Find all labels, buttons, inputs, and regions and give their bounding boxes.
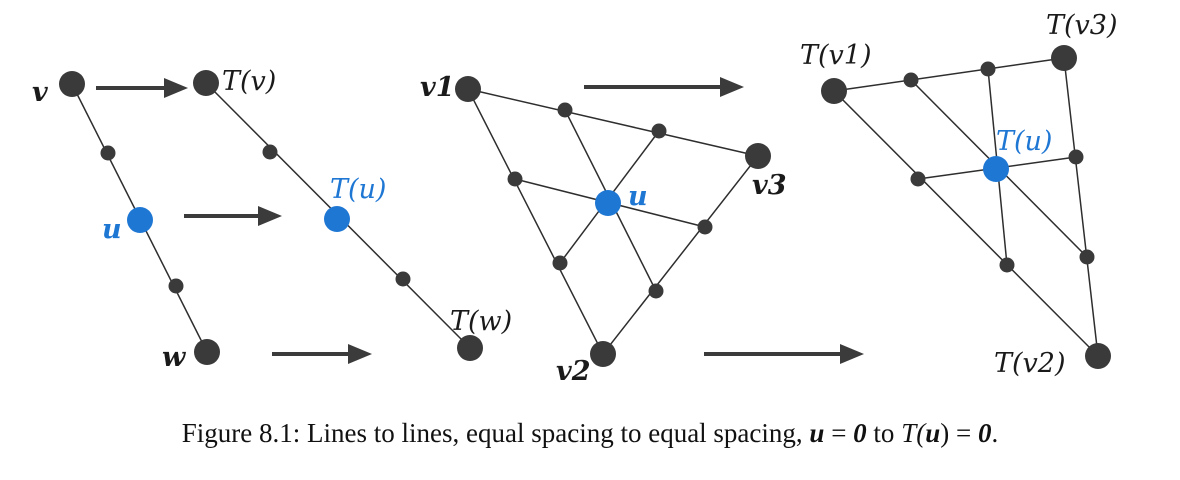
point-Tv1-Tv3-mid-2	[980, 61, 996, 77]
caption-to: to	[866, 418, 902, 448]
point-Tv1-Tv2-mid	[910, 171, 926, 187]
point-v3	[745, 143, 771, 169]
label-Tu-left: T(u)	[330, 174, 386, 205]
point-w	[194, 339, 220, 365]
point-Tu-triangle	[983, 156, 1009, 182]
point-Tv1-Tv3-mid	[903, 72, 919, 88]
label-v3: v3	[752, 170, 786, 201]
caption-u-2: u	[925, 418, 941, 448]
label-w: w	[162, 342, 187, 373]
label-u-triangle: u	[628, 181, 648, 212]
point-v1-v2-mid-2	[552, 255, 568, 271]
point-v2-v3-mid	[697, 219, 713, 235]
point-Tv2	[1085, 343, 1111, 369]
point-Tv2-Tv3-mid-2	[1079, 249, 1095, 265]
arrow-u	[184, 206, 282, 226]
label-v2: v2	[556, 356, 590, 387]
caption-T-close: ) =	[940, 418, 978, 448]
label-Tv: T(v)	[222, 66, 276, 97]
caption-u: u	[809, 418, 825, 448]
triangle-Tv1-Tv2-Tv3	[832, 57, 1099, 359]
label-v1: v1	[420, 72, 454, 103]
caption-zero-2: 0	[977, 418, 992, 448]
point-v2	[590, 341, 616, 367]
point-v	[59, 71, 85, 97]
point-Tv-Tu-mid	[262, 144, 278, 160]
point-u-triangle	[595, 190, 621, 216]
label-Tv2: T(v2)	[994, 348, 1066, 379]
point-v1-v3-mid-2	[651, 123, 667, 139]
figure-caption: Figure 8.1: Lines to lines, equal spacin…	[0, 418, 1180, 449]
arrow-w	[272, 344, 372, 364]
label-Tv1: T(v1)	[800, 40, 872, 71]
label-u: u	[102, 214, 122, 245]
caption-T-open: T(	[901, 418, 926, 448]
label-Tu-right: T(u)	[996, 126, 1052, 157]
point-Tw	[457, 335, 483, 361]
label-v: v	[32, 77, 48, 108]
label-Tv3: T(v3)	[1046, 10, 1118, 41]
line-image: T(v) T(u) T(w)	[193, 66, 512, 361]
arrow-bottom	[704, 344, 864, 364]
caption-prefix: Figure 8.1: Lines to lines, equal spacin…	[181, 418, 810, 448]
caption-end: .	[991, 418, 999, 448]
point-Tv2-Tv3-mid	[1068, 149, 1084, 165]
triangle-v1-v2-v3	[466, 87, 760, 356]
caption-eq: =	[824, 418, 854, 448]
point-u	[127, 207, 153, 233]
arrow-v	[96, 78, 188, 98]
line-original: v u w	[32, 71, 220, 373]
point-Tv3	[1051, 45, 1077, 71]
point-Tu	[324, 206, 350, 232]
arrow-top	[584, 77, 744, 97]
point-v1-v3-mid	[557, 102, 573, 118]
point-Tu-Tw-mid	[395, 271, 411, 287]
triangle-original: v1 u v3 v2	[420, 72, 786, 387]
point-Tv	[193, 70, 219, 96]
point-Tv1-Tv2-mid-2	[999, 257, 1015, 273]
diagram-canvas: v u w T(v) T(u) T(w)	[32, 10, 1118, 387]
point-Tv1	[821, 78, 847, 104]
point-v1	[455, 76, 481, 102]
triangle-image: T(v1) T(v3) T(u) T(v2)	[800, 10, 1118, 379]
caption-zero: 0	[853, 418, 867, 448]
point-v2-v3-mid-2	[648, 283, 664, 299]
point-u-w-mid	[168, 278, 184, 294]
label-Tw: T(w)	[450, 306, 512, 337]
point-v-u-mid	[100, 145, 116, 161]
point-v1-v2-mid	[507, 171, 523, 187]
